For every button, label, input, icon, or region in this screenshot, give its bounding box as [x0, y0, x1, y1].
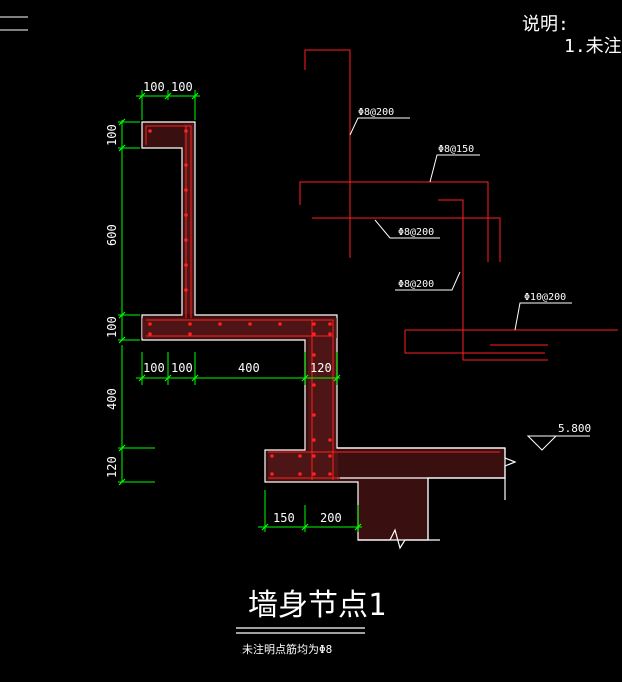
rebar-label-2: Φ8@150	[438, 144, 474, 155]
elevation-label: 5.800	[558, 422, 591, 435]
dim-bottom-2: 200	[320, 511, 342, 525]
rebar-schedule	[299, 49, 618, 361]
dim-top-2: 100	[171, 80, 193, 94]
title-underline	[236, 627, 365, 634]
rebar-label-5: Φ10@200	[524, 292, 566, 303]
dim-top-1: 100	[143, 80, 165, 94]
dim-bottom-1: 150	[273, 511, 295, 525]
hatch-overlay	[142, 124, 338, 480]
dim-mid-1: 100	[143, 361, 165, 375]
drawing-subtitle: 未注明点筋均为Φ8	[242, 642, 332, 656]
dim-left-upper-2: 600	[105, 224, 119, 246]
dim-mid-3: 400	[238, 361, 260, 375]
dim-left-lower-1: 400	[105, 388, 119, 410]
drawing-title: 墙身节点1	[248, 588, 386, 623]
dim-mid-4: 120	[310, 361, 332, 375]
dim-left-upper-3: 100	[105, 316, 119, 338]
slab-outline	[337, 447, 517, 550]
cursor-crosshair	[0, 16, 28, 31]
rebar-leaders	[349, 117, 572, 331]
rebar-label-1: Φ8@200	[358, 107, 394, 118]
dim-left-lower-2: 120	[105, 456, 119, 478]
dimension-ticks	[118, 92, 362, 531]
dim-left-upper-1: 100	[105, 124, 119, 146]
dim-mid-2: 100	[171, 361, 193, 375]
rebar-lines	[145, 125, 500, 480]
notes-heading: 说明:	[522, 14, 569, 35]
elevation-marker	[526, 435, 590, 451]
rebar-label-4: Φ8@200	[398, 279, 434, 290]
rebar-dots	[148, 129, 332, 476]
notes-item-1: 1.未注明	[564, 36, 622, 57]
rebar-label-3: Φ8@200	[398, 227, 434, 238]
